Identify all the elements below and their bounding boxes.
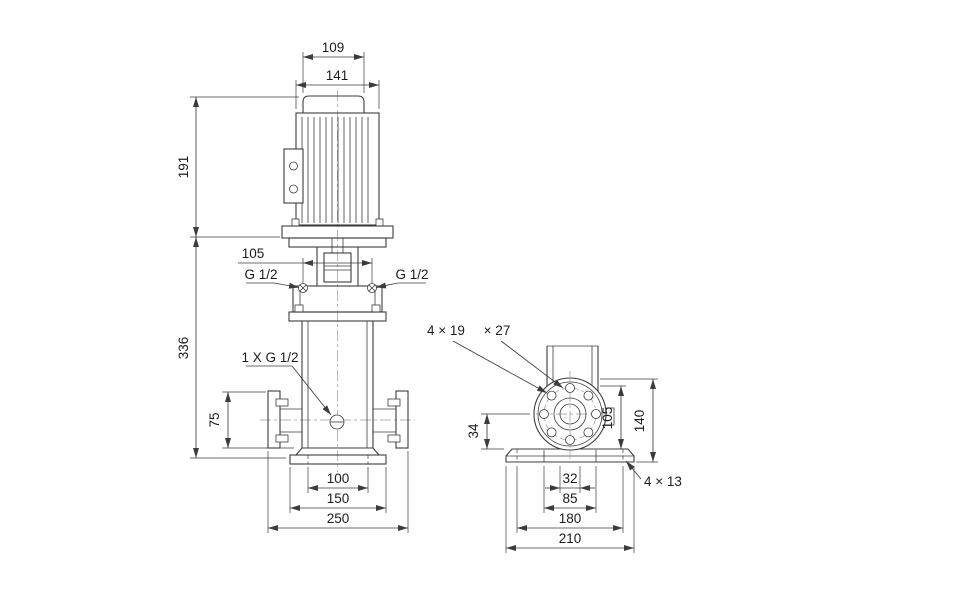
dim-140-label: 140 — [632, 410, 647, 433]
flange-bolt — [275, 398, 289, 407]
dim-250-label: 250 — [327, 511, 350, 526]
side-view: 4 × 19 × 27 34 105 140 — [427, 323, 682, 553]
pump-sleeve — [301, 321, 374, 448]
dim-foot-height: 34 — [466, 413, 530, 450]
flange-face — [395, 390, 409, 449]
dim-port-height: 75 — [207, 391, 294, 449]
port-right-label: G 1/2 — [395, 267, 428, 282]
dim-191-label: 191 — [176, 156, 191, 179]
flange-counterbore-label: × 27 — [484, 323, 511, 338]
flange-bolt-hole — [583, 390, 594, 401]
motor-stud — [291, 218, 300, 227]
dim-180-label: 180 — [559, 511, 582, 526]
motor-stud — [375, 218, 384, 227]
dim-base-length: 210 — [505, 466, 635, 553]
coupling — [316, 238, 359, 286]
front-view: 109 141 191 336 105 — [176, 40, 429, 533]
flange-holes-label: 4 × 19 — [427, 323, 465, 338]
pump-base-front — [289, 447, 387, 465]
dim-port-span: 105 — [238, 246, 373, 283]
dim-base-holes: 100 — [307, 467, 369, 493]
gauge-port-right — [367, 283, 377, 293]
dim-336-label: 336 — [176, 337, 191, 360]
base-plate — [289, 454, 387, 465]
dim-slot-width: 32 — [545, 466, 595, 493]
dim-141-label: 141 — [326, 68, 349, 83]
dim-109-label: 109 — [322, 40, 345, 55]
centerlines-front — [260, 90, 415, 472]
port-bore — [553, 397, 587, 431]
flange-bolt-hole — [546, 390, 557, 401]
port-flange — [533, 371, 615, 459]
flange-bolt-hole — [583, 427, 594, 438]
dim-port-to-port: 250 — [267, 451, 409, 533]
coupling-halves — [323, 252, 352, 283]
base-holes-label: 4 × 13 — [644, 474, 682, 489]
terminal-box — [283, 148, 304, 204]
dim-150-label: 150 — [327, 491, 350, 506]
motor — [281, 95, 394, 248]
dim-34-label: 34 — [466, 423, 481, 439]
dim-105-front-label: 105 — [242, 246, 265, 261]
motor-stool-plate — [288, 237, 387, 248]
dim-outer-height: 140 — [600, 378, 658, 463]
suction-flange — [267, 390, 302, 449]
flange-bolt-hole — [546, 427, 557, 438]
dim-75-label: 75 — [207, 412, 222, 427]
callout-flange-holes: 4 × 19 × 27 — [427, 323, 564, 394]
drain-plug — [329, 414, 345, 430]
dim-pump-height: 336 — [176, 237, 286, 459]
callout-base-holes: 4 × 13 — [625, 460, 682, 489]
dim-100-label: 100 — [327, 471, 350, 486]
discharge-flange — [373, 390, 409, 449]
flange-bolt-hole — [565, 383, 575, 393]
dim-inner-height: 105 — [600, 385, 626, 449]
motor-body — [295, 112, 380, 226]
dim-210-label: 210 — [559, 531, 582, 546]
dim-motor-height: 191 — [176, 96, 299, 238]
fan-cover — [302, 95, 365, 113]
dim-motor-width: 141 — [295, 68, 380, 109]
callout-port-right: G 1/2 — [375, 267, 429, 289]
dim-support-width: 85 — [543, 466, 597, 513]
flange-bolt-hole — [539, 409, 549, 419]
flange-bolt-hole — [565, 435, 575, 445]
pump-head — [288, 283, 387, 322]
staybolt-nut — [294, 304, 304, 313]
callout-drain-port: 1 X G 1/2 — [241, 350, 332, 416]
dim-105-side-label: 105 — [600, 407, 615, 430]
dim-base-width: 150 — [289, 467, 387, 513]
motor-fins — [301, 117, 369, 223]
callout-port-left: G 1/2 — [244, 267, 300, 289]
terminal-screw — [289, 184, 298, 194]
flange-bolt — [387, 398, 401, 407]
port-left-label: G 1/2 — [244, 267, 277, 282]
staybolt-nut — [371, 304, 381, 313]
gauge-port-left — [298, 283, 308, 293]
pump-column — [546, 345, 599, 391]
flange-bolt — [275, 434, 289, 443]
dim-hole-spacing: 180 — [516, 466, 624, 533]
dim-85-label: 85 — [562, 491, 577, 506]
chamber-top-plate — [288, 311, 387, 322]
flange-bolt-hole — [591, 409, 601, 419]
terminal-screw — [289, 161, 298, 171]
drain-port-label: 1 X G 1/2 — [241, 350, 298, 365]
dim-32-label: 32 — [562, 471, 577, 486]
flange-bolt — [387, 434, 401, 443]
